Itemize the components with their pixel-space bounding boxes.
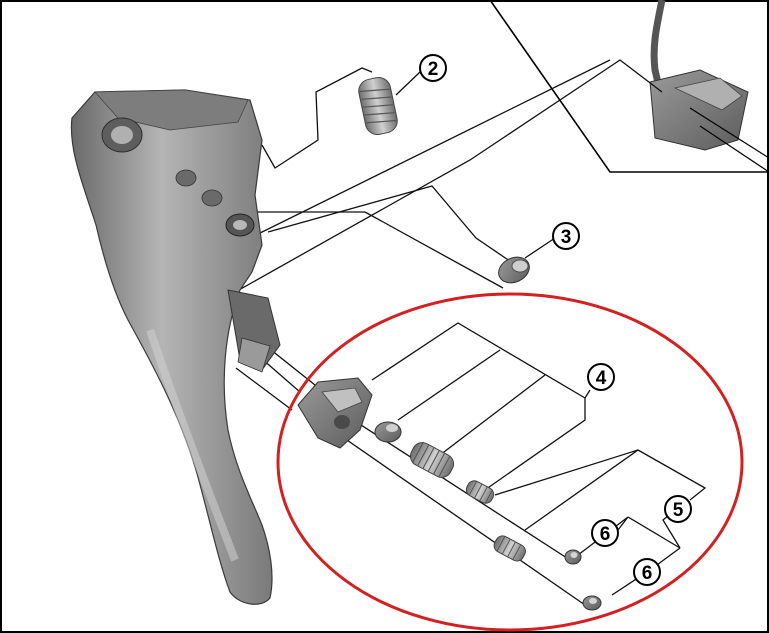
- brake-lever-body: [70, 89, 281, 605]
- callout-6-upper: 6: [591, 519, 619, 547]
- inset-detail-view: [489, 0, 769, 173]
- callout-4-label: 4: [596, 368, 607, 389]
- callout-6-lower-label: 6: [642, 563, 653, 584]
- callout-5: 5: [664, 495, 692, 523]
- inset-cable: [650, 0, 666, 101]
- part-6-nut-lower: [582, 595, 602, 611]
- leader-lines: [229, 59, 707, 606]
- callout-4: 4: [587, 363, 615, 391]
- large-spring: [409, 441, 455, 478]
- highlight-ellipse: [276, 292, 744, 632]
- inset-bracket-part: [649, 69, 749, 151]
- part-6-nut-upper: [564, 549, 582, 565]
- callout-3: 3: [552, 222, 580, 250]
- small-spring-upper: [465, 480, 495, 504]
- callout-5-label: 5: [673, 500, 684, 521]
- callout-2-label: 2: [428, 59, 439, 80]
- small-spring-lower: [493, 535, 526, 562]
- part-2-spring: [358, 77, 398, 135]
- adjuster-body: [297, 377, 373, 449]
- callout-6-upper-label: 6: [600, 524, 611, 545]
- bushing: [374, 421, 402, 443]
- callout-2: 2: [419, 54, 447, 82]
- callout-3-label: 3: [561, 227, 572, 248]
- part-3-cap: [498, 256, 530, 284]
- callout-6-lower: 6: [633, 558, 661, 586]
